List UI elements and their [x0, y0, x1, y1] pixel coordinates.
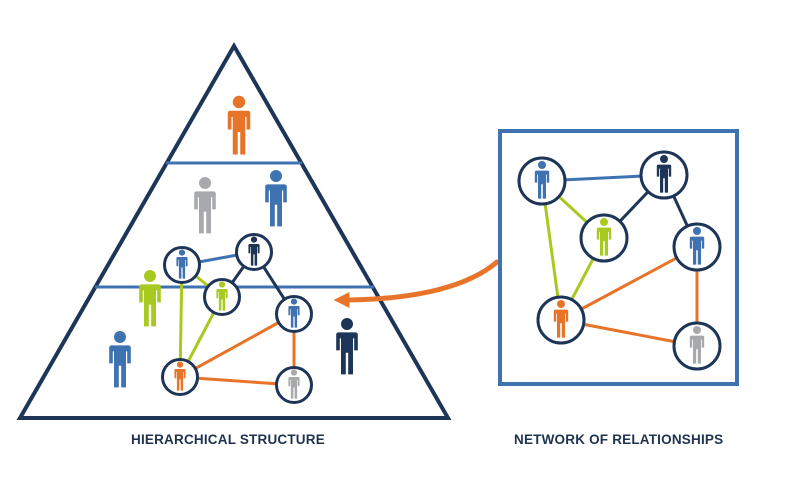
network-node [672, 222, 722, 272]
network-box [498, 129, 739, 386]
network-node [275, 295, 313, 333]
network-node [203, 278, 241, 316]
network-link [179, 312, 295, 379]
box-network-nodes [517, 150, 722, 371]
network-node [161, 358, 199, 396]
network-node [579, 213, 629, 263]
pyramid-network-nodes [161, 233, 313, 404]
curved-arrow-icon [333, 259, 500, 308]
network-link [179, 375, 295, 387]
network-node [536, 295, 586, 345]
network-node [163, 246, 201, 284]
network-node [639, 150, 689, 200]
network-node [235, 233, 273, 271]
hierarchical-structure-caption: HIERARCHICAL STRUCTURE [131, 432, 325, 447]
network-node [672, 321, 722, 371]
network-of-relationships-caption: NETWORK OF RELATIONSHIPS [514, 432, 724, 447]
pyramid-outline [16, 41, 452, 420]
network-node [275, 366, 313, 404]
network-link [560, 245, 698, 322]
network-node [517, 156, 567, 206]
